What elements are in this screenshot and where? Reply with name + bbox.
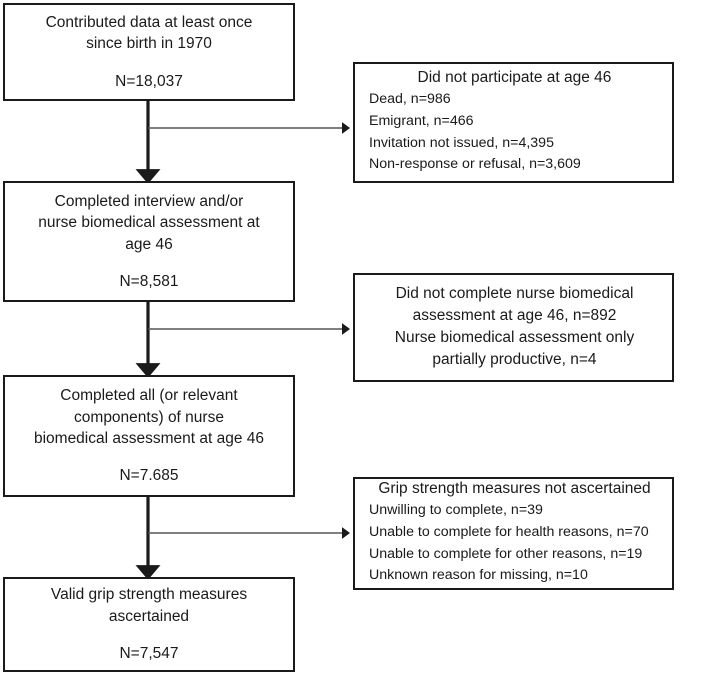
list-item: Non-response or refusal, n=3,609 [369,156,581,173]
exclusion-heading: Did not participate at age 46 [417,69,612,87]
exclusion-heading: Did not complete nurse biomedical assess… [395,284,634,324]
exclusion-list: Unwilling to complete, n=39 Unable to co… [369,500,660,586]
list-item: Emigrant, n=466 [369,112,474,129]
node-grip-strength-not-ascertained: Grip strength measures not ascertained U… [353,477,674,590]
node-count: N=7,547 [119,645,179,663]
node-valid-grip-strength: Valid grip strength measures ascertained… [3,577,295,672]
exclusion-list: Nurse biomedical assessment only partial… [369,327,660,371]
exclusion-heading: Grip strength measures not ascertained [378,480,651,498]
list-item: Unable to complete for other reasons, n=… [369,545,643,562]
list-item: Invitation not issued, n=4,395 [369,134,554,151]
node-completed-interview: Completed interview and/or nurse biomedi… [3,181,295,302]
node-title: Completed all (or relevant components) o… [33,387,265,447]
node-title: Completed interview and/or nurse biomedi… [38,192,260,253]
list-item: Unknown reason for missing, n=10 [369,567,588,584]
exclusion-list: Dead, n=986 Emigrant, n=466 Invitation n… [369,89,660,175]
list-item: Unwilling to complete, n=39 [369,502,543,519]
node-title: Contributed data at least once since bir… [45,13,253,53]
list-item: Nurse biomedical assessment only partial… [394,328,635,368]
node-did-not-participate: Did not participate at age 46 Dead, n=98… [353,62,674,183]
node-contributed-data: Contributed data at least once since bir… [3,3,295,101]
node-completed-assessment: Completed all (or relevant components) o… [3,375,295,497]
list-item: Unable to complete for health reasons, n… [369,523,649,540]
node-count: N=18,037 [115,72,183,90]
node-count: N=7.685 [119,467,179,485]
node-title: Valid grip strength measures ascertained [50,586,248,625]
list-item: Dead, n=986 [369,91,451,108]
node-count: N=8,581 [119,272,179,290]
node-did-not-complete-nurse: Did not complete nurse biomedical assess… [353,273,674,382]
